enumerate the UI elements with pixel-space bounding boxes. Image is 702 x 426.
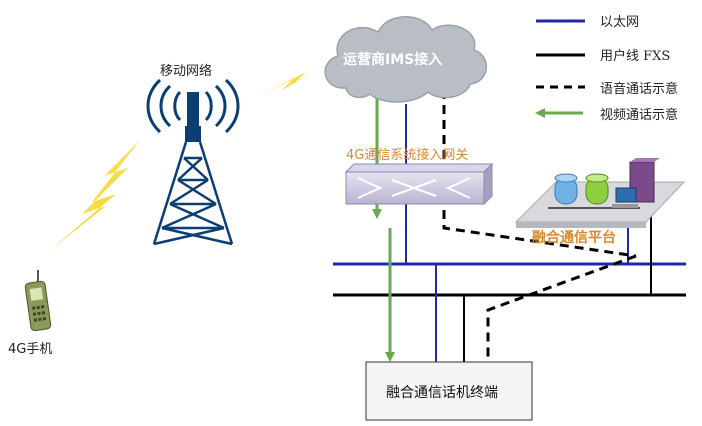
- legend-fxs-label: 用户线 FXS: [600, 49, 671, 64]
- voice-path-platform-terminal: [486, 254, 637, 362]
- ims-cloud-icon: [324, 16, 488, 103]
- tower-label: 移动网络: [160, 64, 213, 79]
- platform-servers-icon: [514, 158, 686, 228]
- gateway-label: 4G通信系统接入网关: [346, 148, 469, 163]
- legend-voice-label: 语音通话示意: [600, 82, 679, 97]
- mobile-phone-icon: [24, 270, 52, 332]
- cloud-label: 运营商IMS接入: [343, 52, 443, 68]
- terminal-label: 融合通信话机终端: [386, 385, 498, 401]
- legend-video-label: 视频通话示意: [600, 108, 679, 123]
- voice-path-cloud-platform: [442, 90, 637, 258]
- gateway-device-icon: [344, 162, 494, 206]
- cell-tower-icon: [146, 78, 240, 246]
- signal-lightning-large-icon: [48, 140, 140, 252]
- signal-lightning-small-icon: [258, 64, 330, 96]
- terminal-box: [365, 361, 533, 421]
- phone-label: 4G手机: [8, 342, 53, 357]
- platform-label: 融合通信平台: [532, 230, 616, 246]
- legend-ethernet-label: 以太网: [600, 15, 640, 30]
